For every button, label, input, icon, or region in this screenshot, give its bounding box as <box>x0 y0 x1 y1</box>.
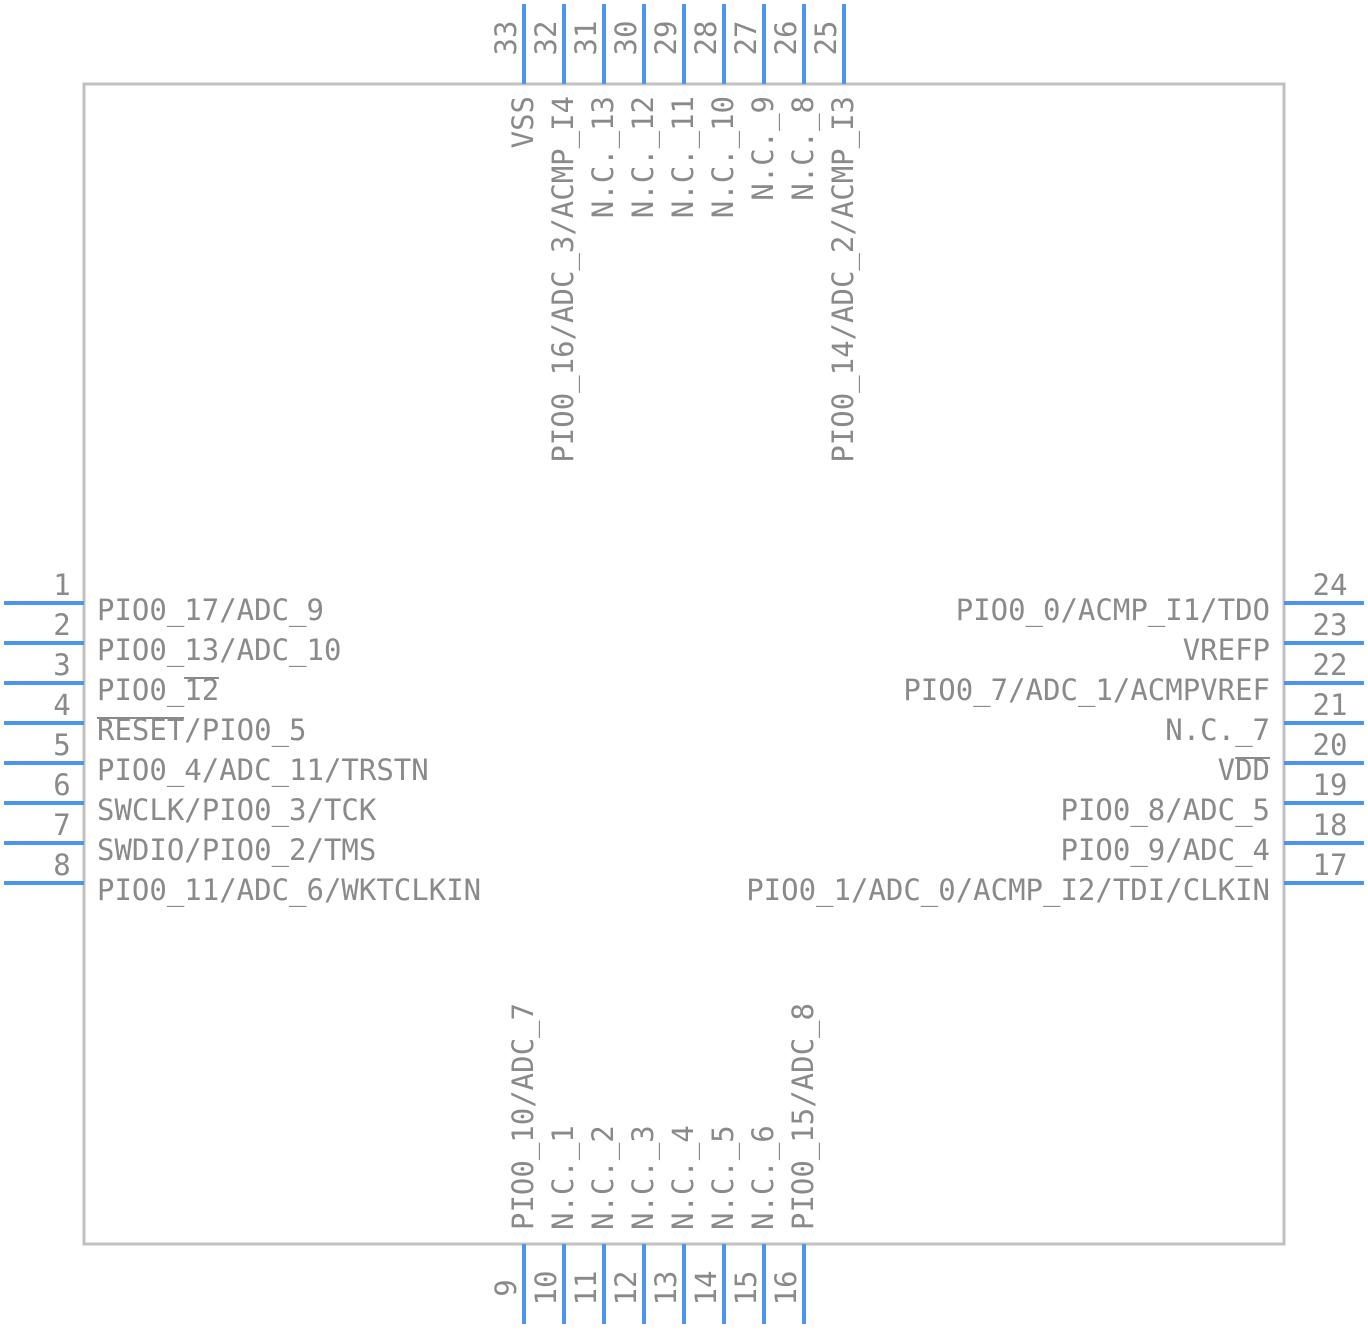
pin-15-number: 15 <box>729 1271 763 1306</box>
pin-7-label: SWDIO/PIO0_2/TMS <box>97 833 376 868</box>
pin-31-number: 31 <box>569 21 603 56</box>
pin-6-number: 6 <box>53 768 70 802</box>
pin-25-number: 25 <box>809 21 843 56</box>
pin-7-number: 7 <box>53 808 70 842</box>
pin-1-label: PIO0_17/ADC_9 <box>97 593 324 628</box>
pin-8-label: PIO0_11/ADC_6/WKTCLKIN <box>97 873 481 908</box>
pin-11-label: N.C._2 <box>586 1125 621 1230</box>
pin-19-number: 19 <box>1313 768 1348 802</box>
pin-1-number: 1 <box>53 568 70 602</box>
pin-27-label: N.C._9 <box>746 96 781 201</box>
pin-17-label: PIO0_1/ADC_0/ACMP_I2/TDI/CLKIN <box>746 873 1270 908</box>
pin-31-label: N.C._13 <box>586 96 621 218</box>
pin-10-label: N.C._1 <box>546 1125 581 1230</box>
pin-33-label: VSS <box>506 96 540 148</box>
pin-20-number: 20 <box>1313 728 1348 762</box>
pin-25-label: PIO0_14/ADC_2/ACMP_I3 <box>826 96 861 463</box>
pin-12-label: N.C._3 <box>626 1125 661 1230</box>
pin-16-number: 16 <box>769 1271 803 1306</box>
pin-21-number: 21 <box>1313 688 1348 722</box>
pin-23-number: 23 <box>1313 608 1348 642</box>
pin-29-label: N.C._11 <box>666 96 701 218</box>
pin-30-number: 30 <box>609 21 643 56</box>
pin-17-number: 17 <box>1313 848 1348 882</box>
pin-22-label: PIO0_7/ADC_1/ACMPVREF <box>903 673 1270 708</box>
pin-26-number: 26 <box>769 21 803 56</box>
pin-9-label: PIO0_10/ADC_7 <box>506 1003 541 1230</box>
pin-18-label: PIO0_9/ADC_4 <box>1060 833 1270 868</box>
pin-16-label: PIO0_15/ADC_8 <box>786 1003 821 1230</box>
pin-28-label: N.C._10 <box>706 96 741 218</box>
pin-6-label: SWCLK/PIO0_3/TCK <box>97 793 377 828</box>
pin-30-label: N.C._12 <box>626 96 661 218</box>
pin-2-label: PIO0_13/ADC_10 <box>97 633 341 668</box>
pin-24-label: PIO0_0/ACMP_I1/TDO <box>956 593 1270 628</box>
pin-2-number: 2 <box>53 608 70 642</box>
pin-24-number: 24 <box>1313 568 1348 602</box>
pin-8-number: 8 <box>53 848 70 882</box>
pin-5-label: PIO0_4/ADC_11/TRSTN <box>97 753 429 788</box>
pin-4-number: 4 <box>53 688 70 722</box>
pin-18-number: 18 <box>1313 808 1348 842</box>
pin-26-label: N.C._8 <box>786 96 821 201</box>
pins-layer: 1PIO0_17/ADC_92PIO0_13/ADC_103PIO0_124RE… <box>4 4 1364 1324</box>
pin-5-number: 5 <box>53 728 70 762</box>
pin-9-number: 9 <box>489 1279 523 1296</box>
pin-13-label: N.C._4 <box>666 1125 701 1230</box>
pin-3-number: 3 <box>53 648 70 682</box>
pin-33-number: 33 <box>489 21 523 56</box>
pin-10-number: 10 <box>529 1271 563 1306</box>
pin-27-number: 27 <box>729 21 763 56</box>
pin-29-number: 29 <box>649 21 683 56</box>
pin-13-number: 13 <box>649 1271 683 1306</box>
pin-11-number: 11 <box>569 1271 603 1306</box>
pin-28-number: 28 <box>689 21 723 56</box>
pin-19-label: PIO0_8/ADC_5 <box>1060 793 1270 828</box>
pin-22-number: 22 <box>1313 648 1348 682</box>
pin-32-number: 32 <box>529 21 563 56</box>
pin-32-label: PIO0_16/ADC_3/ACMP_I4 <box>546 96 581 463</box>
pin-23-label: VREFP <box>1183 633 1270 667</box>
pin-21-label: N.C._7 <box>1165 713 1270 748</box>
pin-14-label: N.C._5 <box>706 1125 741 1230</box>
pin-12-number: 12 <box>609 1271 643 1306</box>
pin-14-number: 14 <box>689 1271 723 1306</box>
pin-15-label: N.C._6 <box>746 1125 781 1230</box>
